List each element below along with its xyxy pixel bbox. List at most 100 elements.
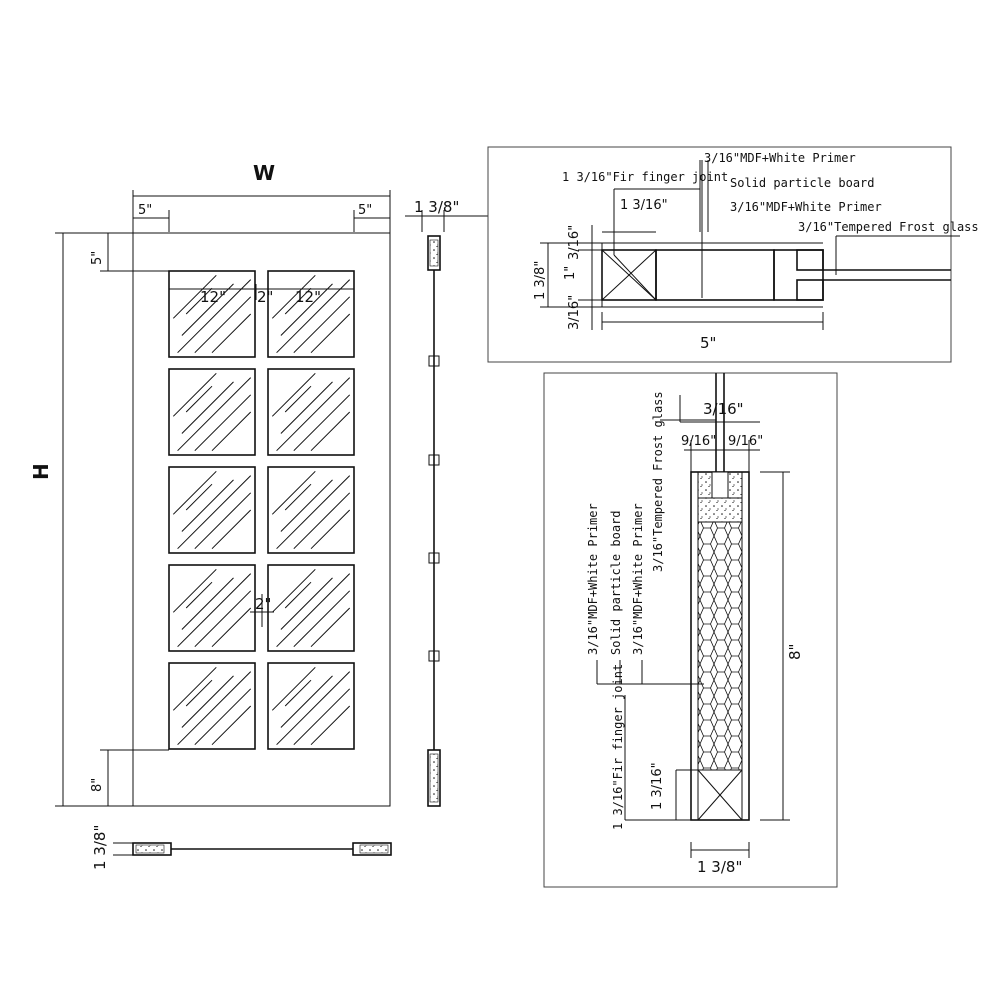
glass-hatch xyxy=(181,479,234,532)
glass-hatch xyxy=(181,283,234,336)
bottom-thickness-dim: 1 3/8" xyxy=(91,825,109,870)
top-rail-dim: 5" xyxy=(90,251,105,265)
glass-hatch xyxy=(185,385,213,413)
pane-width-left-dim: 12" xyxy=(200,288,226,306)
rail-fir-label: 1 3/16"Fir finger joint xyxy=(611,664,625,830)
glass-hatch xyxy=(271,470,316,515)
stile-dim-316-top: 3/16" xyxy=(567,225,582,260)
glass-hatch xyxy=(172,666,217,711)
stile-dim-1: 1" xyxy=(563,266,578,280)
stile-left-dim: 5" xyxy=(138,203,152,218)
stile-mdf-bottom-label: 3/16"MDF+White Primer xyxy=(730,200,882,214)
glass-hatch xyxy=(293,492,351,550)
glass-hatch xyxy=(194,296,252,354)
glass-hatch xyxy=(181,577,234,630)
door-plan-section: 1 3/8" xyxy=(91,825,392,870)
door-elevation: W 5" 5" H 5" 8" 12" 2" 12" 2" xyxy=(29,161,391,807)
glass-hatch xyxy=(177,671,252,746)
stile-dim-total: 1 3/8" xyxy=(533,261,548,300)
glass-hatch xyxy=(310,509,351,550)
glass-hatch xyxy=(284,287,312,315)
stile-section-detail: 1 3/16"Fir finger joint 1 3/16" 3/16"MDF… xyxy=(487,146,979,363)
glass-pane xyxy=(168,270,256,358)
glass-hatch xyxy=(194,492,252,550)
glass-hatch xyxy=(280,381,333,434)
rail-particle-label: Solid particle board xyxy=(609,511,623,656)
glass-hatch xyxy=(310,607,351,648)
stile-width-dim: 5" xyxy=(700,334,716,352)
rail-detail-frame xyxy=(543,372,838,888)
width-label: W xyxy=(253,161,275,185)
rail-glass-dim: 3/16" xyxy=(703,400,744,418)
rail-gap-right-dim: 9/16" xyxy=(728,434,763,449)
glass-hatch xyxy=(177,573,252,648)
glass-hatch xyxy=(276,279,351,354)
rail-glass-label: 3/16"Tempered Frost glass xyxy=(651,391,665,572)
muntin-horizontal-dim: 2" xyxy=(257,288,273,306)
glass-pane xyxy=(168,662,256,750)
glass-pane xyxy=(168,466,256,554)
glass-hatch xyxy=(284,679,312,707)
glass-hatch xyxy=(284,581,312,609)
glass-hatch xyxy=(185,483,213,511)
stile-particle-label: Solid particle board xyxy=(730,176,875,190)
glass-hatch xyxy=(271,372,316,417)
stile-mdf-top-label: 3/16"MDF+White Primer xyxy=(704,151,856,165)
glass-hatch xyxy=(211,411,252,452)
glass-hatch xyxy=(310,313,351,354)
glass-hatch xyxy=(194,394,252,452)
glass-hatch xyxy=(280,675,333,728)
glass-hatch xyxy=(211,705,252,746)
muntin-vertical-dim: 2" xyxy=(255,595,271,613)
bottom-rail-dim: 8" xyxy=(90,778,105,792)
glass-hatch xyxy=(172,470,217,515)
glass-hatch xyxy=(181,381,234,434)
glass-hatch xyxy=(280,283,333,336)
glass-hatch xyxy=(271,274,316,319)
height-label: H xyxy=(29,463,53,480)
stile-fir-dim: 1 3/16" xyxy=(620,198,668,213)
rail-mdf-a-label: 3/16"MDF+White Primer xyxy=(586,503,600,655)
glass-hatch xyxy=(172,274,217,319)
glass-hatch xyxy=(211,509,252,550)
rail-mdf-b-label: 3/16"MDF+White Primer xyxy=(631,503,645,655)
stile-fir-label: 1 3/16"Fir finger joint xyxy=(562,170,728,184)
glass-hatch xyxy=(276,671,351,746)
glass-hatch xyxy=(194,688,252,746)
glass-hatch xyxy=(280,479,333,532)
glass-hatch xyxy=(194,590,252,648)
glass-hatch xyxy=(276,573,351,648)
side-thickness-dim: 1 3/8" xyxy=(414,198,459,216)
glass-hatch xyxy=(177,475,252,550)
glass-pane xyxy=(267,270,355,358)
glass-hatch xyxy=(177,279,252,354)
glass-pane xyxy=(168,564,256,652)
rail-thickness-dim: 1 3/8" xyxy=(697,858,742,876)
stile-glass-label: 3/16"Tempered Frost glass xyxy=(798,220,979,234)
rail-fir-dim: 1 3/16" xyxy=(650,762,665,810)
glass-hatch xyxy=(293,296,351,354)
glass-panes xyxy=(168,270,355,750)
stile-right-dim: 5" xyxy=(358,203,372,218)
glass-hatch xyxy=(271,666,316,711)
glass-hatch xyxy=(293,590,351,648)
glass-pane xyxy=(267,466,355,554)
glass-hatch xyxy=(185,581,213,609)
pane-width-right-dim: 12" xyxy=(295,288,321,306)
door-outline xyxy=(132,232,391,807)
rail-height-dim: 8" xyxy=(786,644,804,660)
glass-hatch xyxy=(310,705,351,746)
glass-hatch xyxy=(284,385,312,413)
glass-hatch xyxy=(293,688,351,746)
glass-hatch xyxy=(276,377,351,452)
glass-hatch xyxy=(172,372,217,417)
glass-pane xyxy=(168,368,256,456)
glass-hatch xyxy=(310,411,351,452)
glass-hatch xyxy=(211,607,252,648)
glass-pane xyxy=(267,564,355,652)
glass-hatch xyxy=(181,675,234,728)
glass-hatch xyxy=(211,313,252,354)
glass-pane xyxy=(267,662,355,750)
glass-pane xyxy=(267,368,355,456)
